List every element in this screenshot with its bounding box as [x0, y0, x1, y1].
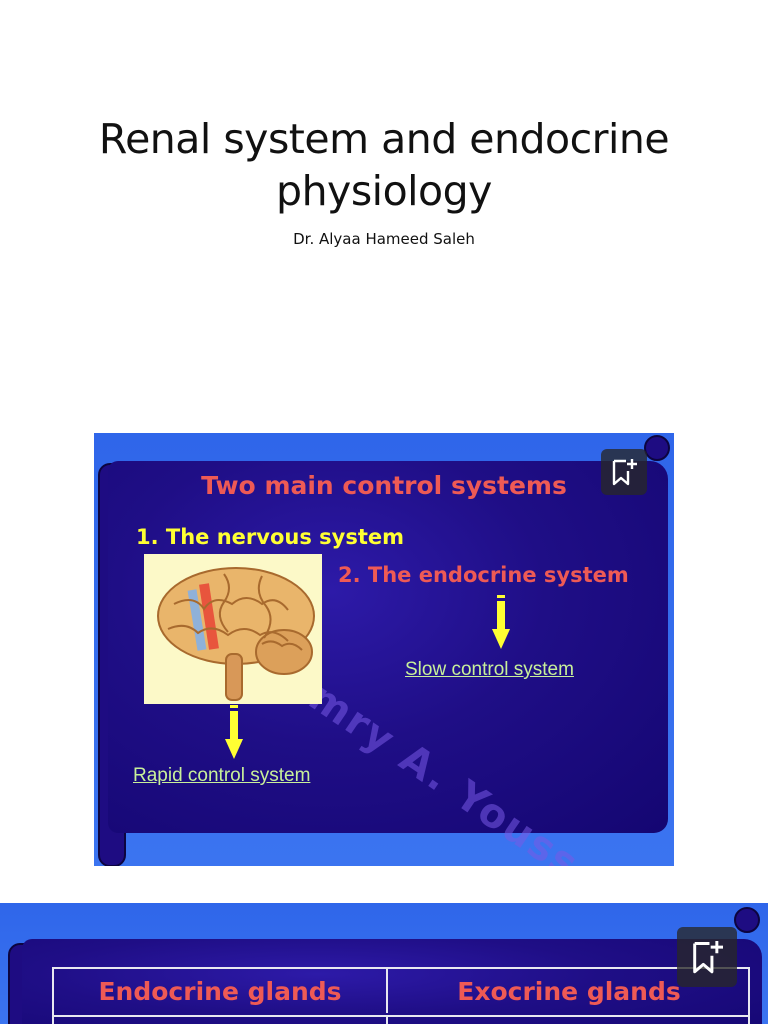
slide-glands-comparison: Endocrine glands Exocrine glands — [0, 903, 768, 1024]
table-row-divider — [54, 1015, 748, 1017]
arrow-down-icon — [225, 705, 243, 759]
scroll-curl-right — [644, 435, 670, 461]
glands-table: Endocrine glands Exocrine glands — [52, 967, 750, 1024]
presentation-title: Renal system and endocrine physiology — [98, 115, 670, 215]
slide-control-systems: Dr. Nimry A. Youssef Two main control sy… — [94, 433, 674, 866]
author-name: Dr. Alyaa Hameed Saleh — [293, 230, 475, 248]
arrow-down-icon — [492, 595, 510, 649]
scroll-panel — [22, 939, 762, 1024]
table-header-exocrine: Exocrine glands — [457, 976, 681, 1006]
table-header-endocrine: Endocrine glands — [54, 969, 388, 1013]
endocrine-system-label: 2. The endocrine system — [338, 563, 629, 587]
scroll-curl-right — [734, 907, 760, 933]
slow-control-label: Slow control system — [405, 659, 574, 680]
rapid-control-label: Rapid control system — [133, 765, 311, 786]
brain-illustration — [144, 554, 322, 704]
nervous-system-label: 1. The nervous system — [136, 525, 405, 549]
bookmark-add-button[interactable] — [601, 449, 647, 495]
table-column-divider — [386, 1015, 388, 1024]
bookmark-add-icon — [612, 459, 637, 486]
title-slide: Renal system and endocrine physiology Dr… — [0, 0, 768, 400]
bookmark-add-button[interactable] — [677, 927, 737, 987]
bookmark-add-icon — [693, 941, 723, 974]
slide-heading: Two main control systems — [201, 471, 567, 500]
